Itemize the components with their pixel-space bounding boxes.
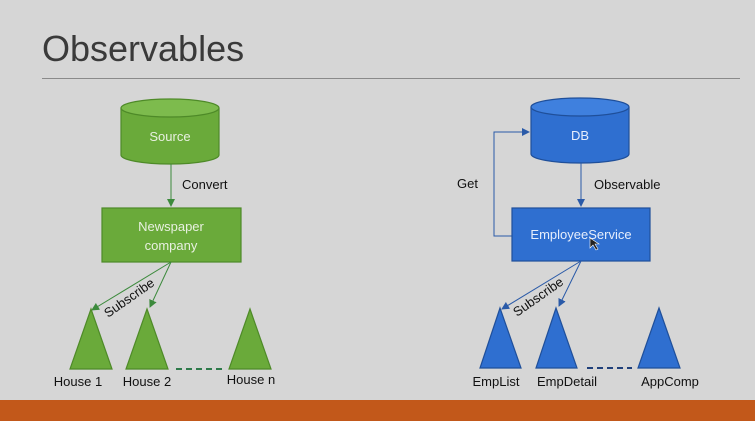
appcomp-triangle bbox=[637, 306, 681, 369]
db-label: DB bbox=[571, 128, 589, 143]
appcomp-label: AppComp bbox=[641, 374, 699, 389]
db-cylinder: DB bbox=[530, 97, 630, 164]
emplist-label: EmpList bbox=[473, 374, 520, 389]
house-1-label: House 1 bbox=[54, 374, 102, 389]
subscribe-arrow-2 bbox=[149, 261, 172, 308]
convert-label: Convert bbox=[182, 177, 228, 192]
right-subscribe-arrow-2 bbox=[558, 260, 582, 307]
house-n-triangle bbox=[228, 307, 272, 370]
employee-service-box: EmployeeService bbox=[511, 207, 651, 262]
get-arrow bbox=[493, 128, 530, 237]
mouse-cursor-icon bbox=[589, 237, 600, 251]
source-label: Source bbox=[149, 129, 190, 144]
right-subscribe-arrow-1 bbox=[501, 260, 582, 310]
house-n-label: House n bbox=[227, 372, 275, 387]
observable-label: Observable bbox=[594, 177, 660, 192]
emplist-triangle bbox=[479, 306, 522, 369]
house-2-triangle bbox=[125, 307, 169, 370]
house-1-triangle bbox=[69, 307, 113, 370]
title-divider bbox=[42, 78, 740, 79]
slide-title: Observables bbox=[42, 28, 245, 69]
newspaper-label-line2: company bbox=[145, 238, 198, 253]
source-cylinder: Source bbox=[120, 98, 220, 165]
empdetail-label: EmpDetail bbox=[537, 374, 597, 389]
footer-bar bbox=[0, 400, 755, 421]
get-label: Get bbox=[457, 176, 478, 191]
empdetail-triangle bbox=[535, 306, 578, 369]
house-2-label: House 2 bbox=[123, 374, 171, 389]
subscribe-arrow-1 bbox=[91, 261, 172, 311]
employee-service-label: EmployeeService bbox=[530, 227, 631, 242]
newspaper-company-box: Newspaper company bbox=[101, 207, 242, 263]
newspaper-label-line1: Newspaper bbox=[138, 219, 204, 234]
